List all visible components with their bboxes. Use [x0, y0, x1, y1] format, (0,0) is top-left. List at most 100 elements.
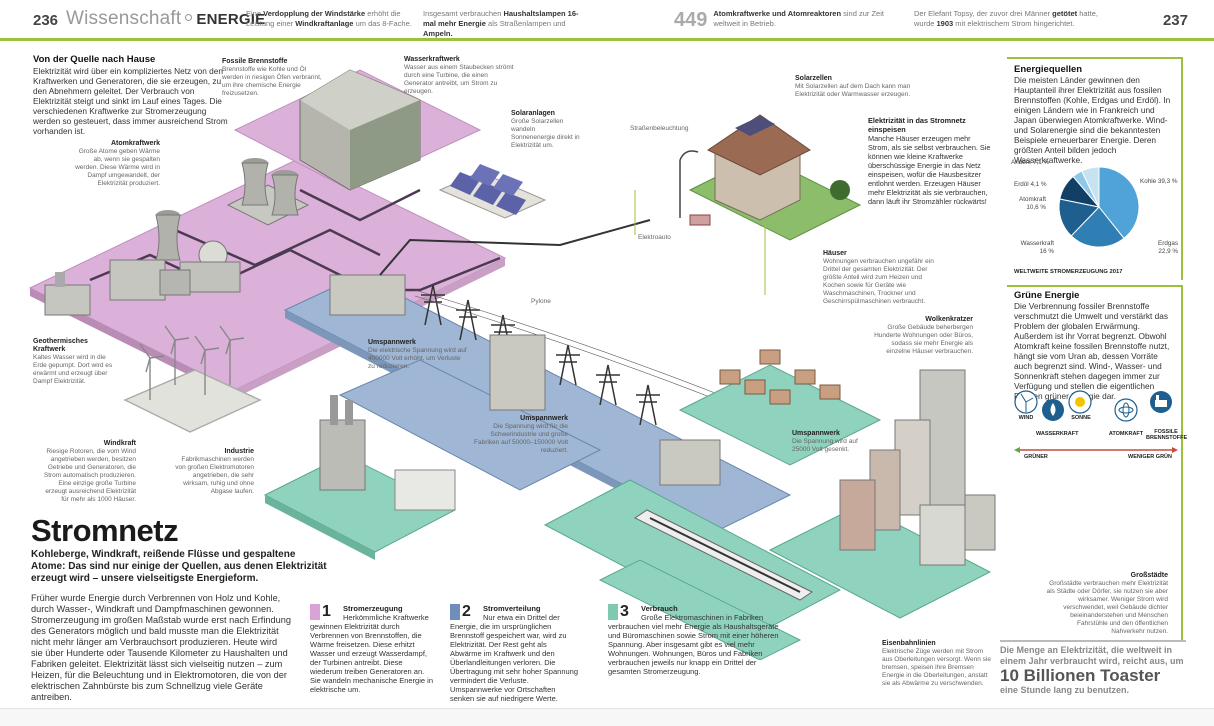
toaster-big: 10 Billionen Toaster — [1000, 666, 1161, 685]
pie-label-atomkraft: Atomkraft 10,6 % — [1019, 196, 1046, 211]
label-strassenbeleuchtung: Straßenbeleuchtung — [630, 125, 689, 132]
power-grid-illustration — [28, 69, 996, 660]
pie-slice-andere — [1081, 166, 1100, 208]
water-icon — [1042, 399, 1064, 421]
sun-icon — [1068, 390, 1092, 414]
pie-slice-erdgas — [1070, 206, 1125, 248]
page-number-right: 237 — [1162, 12, 1188, 29]
icon-caption-wind: WIND — [1018, 415, 1034, 421]
pie-label-kohle: Kohle 39,3 % — [1140, 178, 1178, 185]
green-energy-title: Grüne Energie — [1014, 290, 1080, 301]
toaster-fact: Die Menge an Elektrizität, die weltweit … — [1000, 640, 1186, 700]
step-2-swatch — [450, 604, 460, 620]
green-scale-icons — [1014, 390, 1178, 453]
geothermal-plant — [44, 272, 91, 316]
step-2-title: Stromverteilung — [483, 604, 541, 613]
pie-slices — [1058, 166, 1140, 248]
intro-title: Von der Quelle nach Hause — [33, 54, 156, 65]
solar-farm — [438, 164, 547, 219]
sidebar-box-energy-sources — [1007, 57, 1183, 280]
nuclear-plant — [179, 158, 310, 293]
pie-chart — [1058, 166, 1140, 248]
energy-sources-title: Energiequellen — [1014, 64, 1083, 75]
pie-label-andere: Andere 7,1 % — [1011, 159, 1050, 166]
step-2: 2 Stromverteilung Nur etwa ein Drittel d… — [450, 604, 580, 703]
icon-caption-atom: ATOMKRAFT — [1108, 431, 1144, 437]
step-3-number: 3 — [620, 603, 629, 620]
energy-sources-body: Die meisten Länder gewinnen den Hauptant… — [1014, 75, 1171, 165]
section-title: Wissenschaft ENERGIE — [66, 8, 265, 30]
train — [634, 509, 813, 601]
fact-topsy: Der Elefant Topsy, der zuvor drei Männer… — [914, 9, 1098, 28]
step-1-swatch — [310, 604, 320, 620]
page-number-left: 236 — [33, 12, 59, 29]
page-header: 236 Wissenschaft ENERGIE Eine Verdopplung… — [0, 0, 1214, 41]
intro-box: Von der Quelle nach Hause Elektrizität w… — [33, 54, 233, 137]
icon-caption-fossil: FOSSILE BRENNSTOFFE — [1146, 429, 1188, 441]
pie-label-wasserkraft: Wasserkraft 16 % — [1020, 240, 1054, 255]
wind-icon — [1014, 390, 1038, 414]
energy-sources-text: Energiequellen Die meisten Länder gewinn… — [1014, 64, 1178, 165]
step-1-text: Herkömmliche Kraftwerke gewinnen Elektri… — [310, 613, 433, 694]
icon-caption-water: WASSERKRAFT — [1036, 431, 1079, 437]
houses — [719, 349, 841, 405]
header-rule — [0, 38, 1214, 41]
substation-2 — [489, 334, 546, 411]
intro-text: Elektrizität wird über ein kompliziertes… — [33, 66, 228, 136]
label-pylone: Pylone — [531, 298, 551, 305]
fact-wind: Eine Verdopplung der Windstärke erhöht d… — [246, 9, 412, 28]
step-1: 1 Stromerzeugung Herkömmliche Kraftwerke… — [310, 604, 435, 694]
body-text: Früher wurde Energie durch Verbrennen vo… — [31, 593, 291, 702]
green-energy-text: Grüne Energie Die Verbrennung fossiler B… — [1014, 290, 1178, 401]
section-name: Wissenschaft — [66, 8, 182, 29]
skyscrapers — [839, 369, 996, 566]
pie-label-erdoel: Erdöl 4,1 % — [1014, 181, 1047, 188]
substation-3 — [659, 439, 721, 486]
pie-slice-kohle — [1098, 166, 1140, 239]
sidebar-box-green-energy — [1007, 285, 1183, 640]
bullet-dot — [185, 14, 193, 22]
page-title: Stromnetz — [31, 513, 179, 548]
wind-farm — [123, 325, 262, 433]
page-footer — [0, 708, 1214, 726]
step-3: 3 Verbrauch Große Elektromaschinen in Fa… — [608, 604, 786, 676]
atom-icon — [1114, 398, 1138, 422]
fossil-plant — [109, 210, 191, 301]
pylons — [421, 284, 660, 426]
section-topic: ENERGIE — [196, 11, 266, 28]
scale-label-greener: GRÜNER — [1024, 454, 1048, 460]
fact-lamps: Insgesamt verbrauchen Haushaltslampen 16… — [423, 9, 579, 38]
step-2-text: Nur etwa ein Drittel der Energie, die im… — [450, 613, 578, 703]
step-1-title: Stromerzeugung — [343, 604, 403, 613]
toaster-post: eine Stunde lang zu benutzen. — [1000, 685, 1130, 695]
green-energy-body: Die Verbrennung fossiler Brennstoffe ver… — [1014, 301, 1170, 401]
step-1-number: 1 — [322, 603, 331, 620]
step-3-swatch — [608, 604, 618, 620]
icon-caption-sun: SONNE — [1071, 415, 1091, 421]
factory-icon — [1150, 391, 1172, 413]
label-elektroauto: Elektroauto — [638, 234, 671, 241]
step-3-title: Verbrauch — [641, 604, 678, 613]
substation-1 — [329, 274, 406, 316]
toaster-pre: Die Menge an Elektrizität, die weltweit … — [1000, 645, 1184, 666]
label-einspeisen: Elektrizität in das Stromnetz einspeisen… — [868, 116, 991, 206]
pie-label-erdgas: Erdgas 22,9 % — [1158, 240, 1178, 255]
lead-text: Kohleberge, Windkraft, reißende Flüsse u… — [31, 549, 327, 584]
pie-caption: WELTWEITE STROMERZEUGUNG 2017 — [1014, 269, 1123, 275]
